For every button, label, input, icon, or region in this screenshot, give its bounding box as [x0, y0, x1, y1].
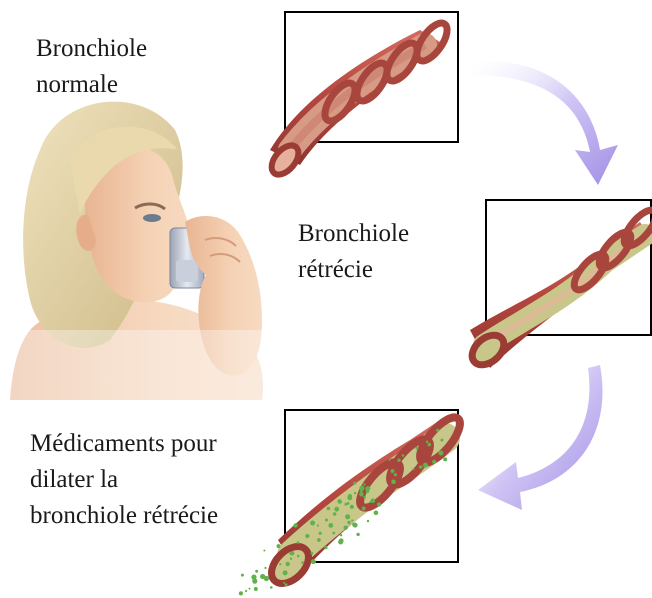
label-narrowed-line-2: rétrécie: [298, 252, 409, 288]
medication-particle: [290, 558, 292, 560]
medication-particle: [363, 496, 366, 499]
medication-particle: [325, 519, 328, 522]
medication-particle: [389, 459, 391, 461]
medication-particle: [333, 512, 337, 516]
label-medication-line-1: Médicaments pour: [30, 426, 218, 462]
medication-particle: [283, 570, 288, 575]
medication-particle: [356, 533, 359, 536]
medication-particle: [362, 506, 366, 510]
medication-particle: [416, 447, 419, 450]
medication-particle: [251, 575, 256, 580]
medication-particle: [311, 552, 314, 555]
medication-particle: [344, 503, 347, 506]
medication-particle: [239, 591, 243, 595]
medication-particle: [245, 590, 247, 592]
medication-particle: [311, 559, 316, 564]
woman-with-inhaler-figure: [0, 102, 270, 410]
label-narrowed-line-1: Bronchiole: [298, 216, 409, 252]
medication-particle: [249, 588, 251, 590]
medication-particle: [254, 587, 258, 591]
medication-particle: [301, 561, 304, 564]
medication-particle: [351, 519, 353, 521]
medication-particle: [432, 460, 436, 464]
medication-particle: [263, 550, 265, 552]
medication-particle: [423, 463, 428, 468]
medication-particle: [277, 544, 281, 548]
medication-particle: [391, 480, 396, 485]
medication-particle: [328, 523, 333, 528]
medication-particle: [419, 465, 423, 469]
medication-particle: [360, 492, 363, 495]
label-normal-line-2: normale: [36, 67, 147, 103]
medication-particle: [397, 459, 400, 462]
medication-particle: [324, 546, 327, 549]
medication-particle: [317, 524, 319, 526]
label-medication: Médicaments pour dilater la bronchiole r…: [30, 426, 218, 534]
treated-bronchiole-panel: [239, 410, 467, 596]
medication-particle: [440, 439, 443, 442]
medication-particle: [402, 454, 405, 457]
medication-particle: [353, 482, 356, 485]
medication-particle: [241, 574, 244, 577]
medication-particle: [327, 507, 331, 511]
medication-particle: [359, 486, 364, 491]
medication-particle: [255, 570, 258, 573]
medication-particle: [270, 586, 273, 589]
medication-particle: [283, 582, 285, 584]
medication-particle: [426, 441, 429, 444]
narrowed-bronchiole-panel: [466, 200, 652, 371]
medication-particle: [347, 496, 352, 501]
curved-arrow-1: [470, 61, 618, 185]
curved-arrow-2: [478, 365, 602, 510]
medication-particle: [286, 562, 290, 566]
medication-particle: [279, 563, 281, 565]
medication-particle: [391, 469, 395, 473]
medication-particle: [365, 486, 370, 491]
medication-particle: [394, 473, 397, 476]
label-medication-line-3: bronchiole rétrécie: [30, 498, 218, 534]
medication-particle: [374, 511, 379, 516]
medication-particle: [443, 457, 447, 461]
medication-particle: [293, 523, 297, 527]
medication-particle: [297, 541, 300, 544]
medication-particle: [377, 502, 381, 506]
medication-particle: [339, 538, 344, 543]
medication-particle: [367, 520, 369, 522]
medication-particle: [290, 551, 294, 555]
medication-particle: [345, 514, 350, 519]
medication-particle: [354, 492, 356, 494]
medication-particle: [412, 468, 414, 470]
medication-particle: [350, 505, 354, 509]
medication-particle: [260, 574, 265, 579]
label-normal-bronchiole: Bronchiole normale: [36, 31, 147, 103]
medication-particle: [332, 532, 335, 535]
medication-particle: [305, 534, 309, 538]
medication-particle: [347, 521, 350, 524]
medication-particle: [438, 451, 443, 456]
medication-particle: [297, 555, 300, 558]
label-medication-line-2: dilater la: [30, 462, 218, 498]
label-normal-line-1: Bronchiole: [36, 31, 147, 67]
medication-particle: [436, 429, 439, 432]
medication-particle: [310, 521, 315, 526]
medication-particle: [264, 567, 266, 569]
label-narrowed-bronchiole: Bronchiole rétrécie: [298, 216, 409, 288]
medication-particle: [344, 526, 348, 530]
medication-particle: [334, 507, 339, 512]
normal-bronchiole-panel: [266, 12, 458, 179]
medication-particle: [317, 538, 321, 542]
medication-particle: [370, 501, 372, 503]
medication-particle: [340, 534, 342, 536]
medication-particle: [338, 499, 342, 503]
medication-particle: [428, 443, 432, 447]
medication-particle: [363, 483, 365, 485]
medication-particle: [285, 583, 288, 586]
medication-particle: [319, 532, 322, 535]
medication-particle: [353, 523, 358, 528]
